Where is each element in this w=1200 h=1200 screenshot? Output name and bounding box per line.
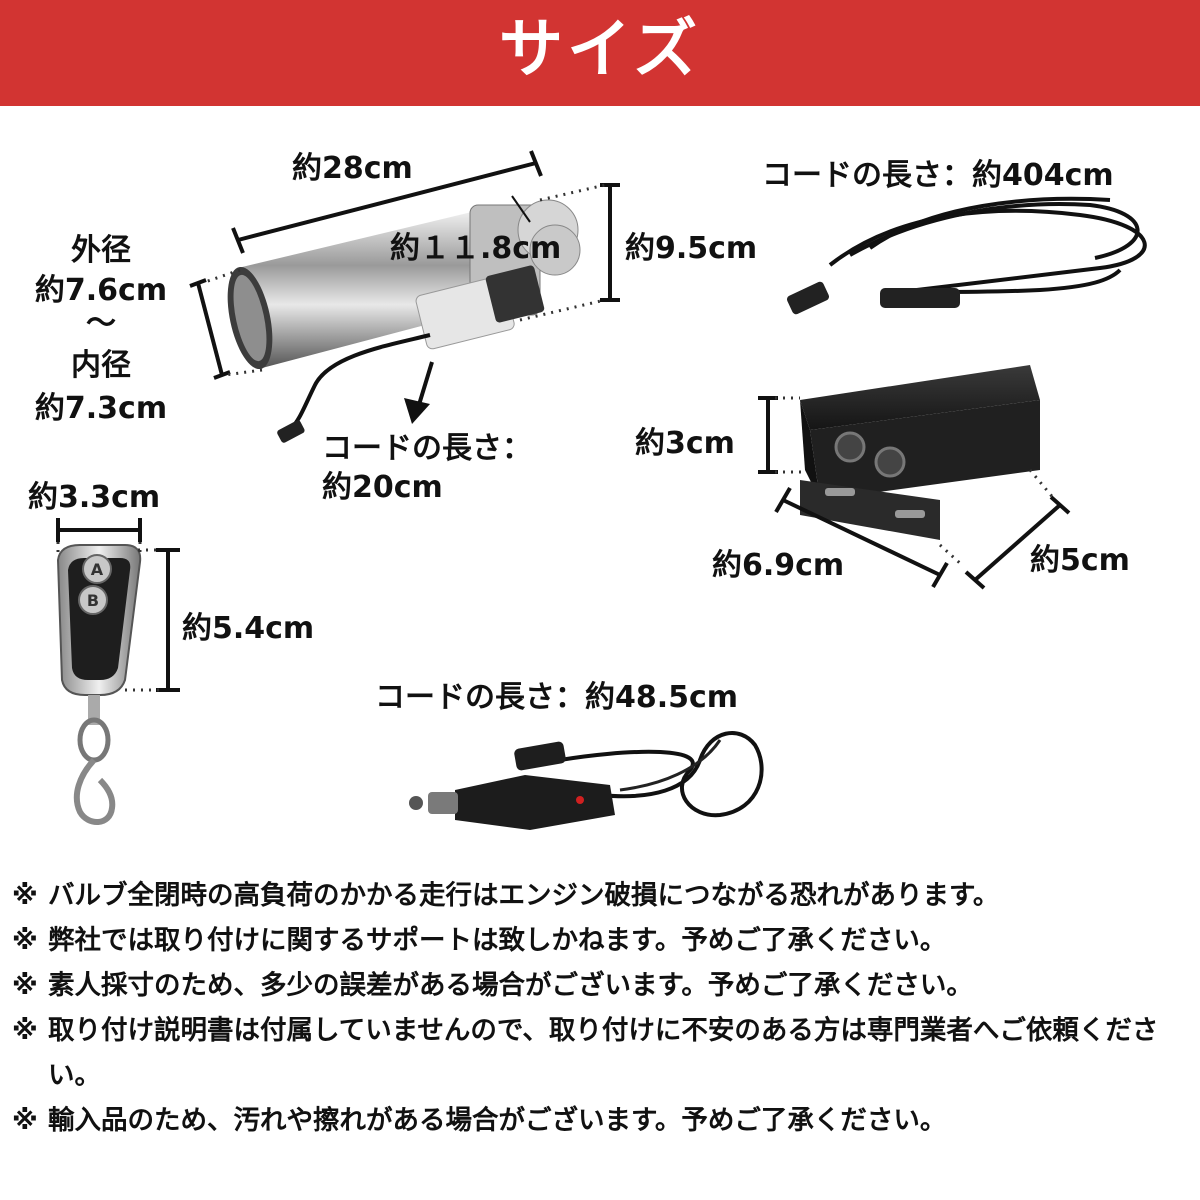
outer-diameter-title: 外径 — [71, 233, 131, 268]
note-mark: ※ — [12, 880, 38, 911]
power-cord-label: コードの長さ：約48.5cm — [375, 680, 739, 715]
remote-width-label: 約3.3cm — [28, 480, 161, 515]
product-illustration: A B — [56, 150, 1147, 830]
extension-cord-label: コードの長さ：約404cm — [762, 158, 1114, 193]
power-cord-image — [409, 731, 764, 830]
control-box-image — [800, 365, 1040, 540]
note-text: 弊社では取り付けに関するサポートは致しかねます。予めご了承ください。 — [48, 925, 947, 956]
note-item: ※ 素人採寸のため、多少の誤差がある場合がございます。予めご了承ください。 — [12, 963, 1192, 1008]
note-item: ※ バルブ全閉時の高負荷のかかる走行はエンジン破損につながる恐れがあります。 — [12, 873, 1192, 918]
notes-list: ※ バルブ全閉時の高負荷のかかる走行はエンジン破損につながる恐れがあります。 ※ 弊… — [12, 873, 1192, 1143]
box-dimension-lines — [758, 396, 1071, 590]
remote-height-label: 約5.4cm — [182, 611, 315, 646]
remote-guide-dots — [56, 542, 160, 692]
note-mark: ※ — [12, 1015, 38, 1046]
note-item: ※ 弊社では取り付けに関するサポートは致しかねます。予めご了承ください。 — [12, 918, 1192, 963]
box-width-label: 約6.9cm — [712, 548, 845, 583]
note-mark: ※ — [12, 1105, 38, 1136]
box-depth-label: 約5cm — [1030, 543, 1130, 578]
valve-cord-label: コードの長さ： — [322, 431, 532, 466]
exhaust-valve-image — [227, 199, 581, 443]
note-mark: ※ — [12, 925, 38, 956]
box-height-label: 約3cm — [635, 426, 735, 461]
remote-dimension-lines — [56, 518, 180, 692]
inner-diameter-value: 約7.3cm — [34, 391, 168, 426]
valve-length-label: 約28cm — [292, 151, 413, 186]
note-item: ※ 取り付け説明書は付属していませんので、取り付けに不安のある方は専門業者へご依頼… — [12, 1008, 1192, 1098]
remote-button-a: A — [91, 560, 104, 579]
note-text: バルブ全閉時の高負荷のかかる走行はエンジン破損につながる恐れがあります。 — [48, 880, 1000, 911]
note-mark: ※ — [12, 970, 38, 1001]
extension-cord-image — [786, 196, 1147, 315]
inner-diameter-title: 内径 — [71, 348, 131, 383]
remote-button-b: B — [87, 591, 99, 610]
valve-cord-length: 約20cm — [322, 470, 443, 505]
outer-diameter-value: 約7.6cm — [34, 273, 168, 308]
valve-flange-width-label: 約１１.8cm — [390, 231, 562, 266]
page-title: サイズ — [498, 13, 702, 87]
valve-dimension-lines — [189, 150, 620, 424]
box-guide-dots — [775, 396, 1057, 567]
remote-image — [56, 544, 142, 825]
valve-height-label: 約9.5cm — [625, 231, 758, 266]
header-banner — [0, 0, 1200, 106]
note-text: 素人採寸のため、多少の誤差がある場合がございます。予めご了承ください。 — [48, 970, 973, 1001]
note-item: ※ 輸入品のため、汚れや擦れがある場合がございます。予めご了承ください。 — [12, 1098, 1192, 1143]
valve-guide-dots — [204, 183, 606, 377]
note-text: 取り付け説明書は付属していませんので、取り付けに不安のある方は専門業者へご依頼く… — [48, 1015, 1159, 1091]
note-text: 輸入品のため、汚れや擦れがある場合がございます。予めご了承ください。 — [48, 1105, 947, 1136]
diameter-range-mark: ～ — [86, 306, 116, 341]
